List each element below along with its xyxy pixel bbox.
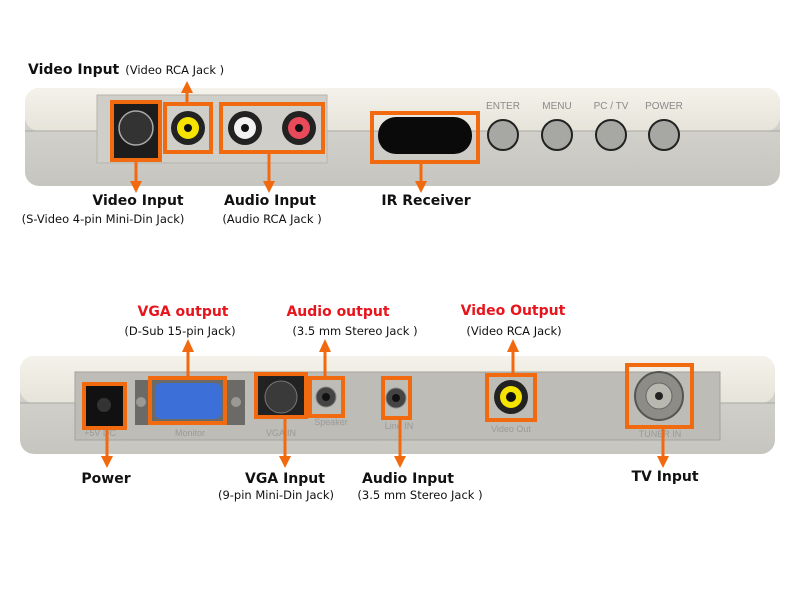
callout-audio-out-sub: (3.5 mm Stereo Jack ): [292, 324, 417, 338]
callout-video-out-title: Video Output: [461, 303, 566, 319]
arrow-down-icon: [263, 152, 275, 193]
button-label: ENTER: [486, 101, 520, 112]
highlight-vga-in: [254, 372, 308, 419]
arrow-down-icon: [394, 418, 406, 468]
arrow-down-icon: [130, 160, 142, 193]
ir-receiver-window: [378, 117, 472, 154]
button-pc-tv[interactable]: PC / TV: [594, 101, 629, 151]
highlight-audio-rca: [219, 102, 325, 154]
callout-audio-rca-title: Audio Input: [224, 193, 316, 209]
callout-title: Video Input: [28, 62, 120, 78]
callout-audio-in-title: Audio Input: [362, 471, 454, 487]
callout-audio-out-title: Audio output: [286, 304, 389, 320]
callout-svideo-sub: (S-Video 4-pin Mini-Din Jack): [22, 212, 185, 226]
arrow-up-icon: [181, 81, 193, 104]
button-label: MENU: [542, 101, 571, 112]
callout-tv-in-title: TV Input: [631, 469, 698, 485]
button-label: POWER: [645, 101, 683, 112]
vga-connector: [155, 383, 221, 419]
callout-vga-out-sub: (D-Sub 15-pin Jack): [124, 324, 235, 338]
port-label: Monitor: [175, 428, 205, 438]
callout-video-rca: Video Input (Video RCA Jack ): [28, 61, 224, 78]
port-label: Speaker: [314, 417, 348, 427]
port-label: Video Out: [491, 424, 531, 434]
button-enter[interactable]: ENTER: [486, 101, 520, 151]
speaker-jack: [322, 393, 330, 401]
button-label: PC / TV: [594, 101, 629, 112]
button-menu[interactable]: MENU: [541, 101, 573, 151]
arrow-up-icon: [182, 339, 194, 378]
arrow-up-icon: [319, 339, 331, 378]
port-label: +5V DC: [84, 428, 116, 438]
arrow-down-icon: [101, 428, 113, 468]
callout-audio-in-sub: (3.5 mm Stereo Jack ): [357, 488, 482, 502]
callout-power-title: Power: [81, 471, 130, 487]
highlight-tv-in: [625, 363, 694, 429]
highlight-audio-in: [381, 376, 412, 420]
port-label: TUNER IN: [639, 429, 682, 439]
callout-sub: (Video RCA Jack ): [125, 63, 224, 77]
highlight-power: [82, 382, 127, 430]
line-in-jack: [392, 394, 400, 402]
arrow-down-icon: [415, 162, 427, 193]
rear-panel: +5V DC Monitor VGA IN Speaker Line IN Vi…: [20, 303, 775, 502]
arrow-up-icon: [507, 339, 519, 375]
front-panel: ENTER MENU PC / TV POWER Video Input (Vi…: [22, 61, 780, 226]
callout-audio-rca-sub: (Audio RCA Jack ): [222, 212, 321, 226]
arrow-down-icon: [279, 417, 291, 468]
callout-svideo-title: Video Input: [92, 193, 184, 209]
button-power[interactable]: POWER: [645, 101, 683, 151]
callout-vga-out-title: VGA output: [138, 304, 229, 320]
port-label: VGA IN: [266, 428, 296, 438]
callout-vga-in-sub: (9-pin Mini-Din Jack): [218, 488, 334, 502]
arrow-down-icon: [657, 427, 669, 468]
callout-ir-title: IR Receiver: [381, 193, 470, 209]
highlight-video-out: [485, 373, 537, 422]
callout-video-out-sub: (Video RCA Jack): [466, 324, 561, 338]
callout-vga-in-title: VGA Input: [245, 471, 325, 487]
highlight-ir: [370, 111, 480, 164]
